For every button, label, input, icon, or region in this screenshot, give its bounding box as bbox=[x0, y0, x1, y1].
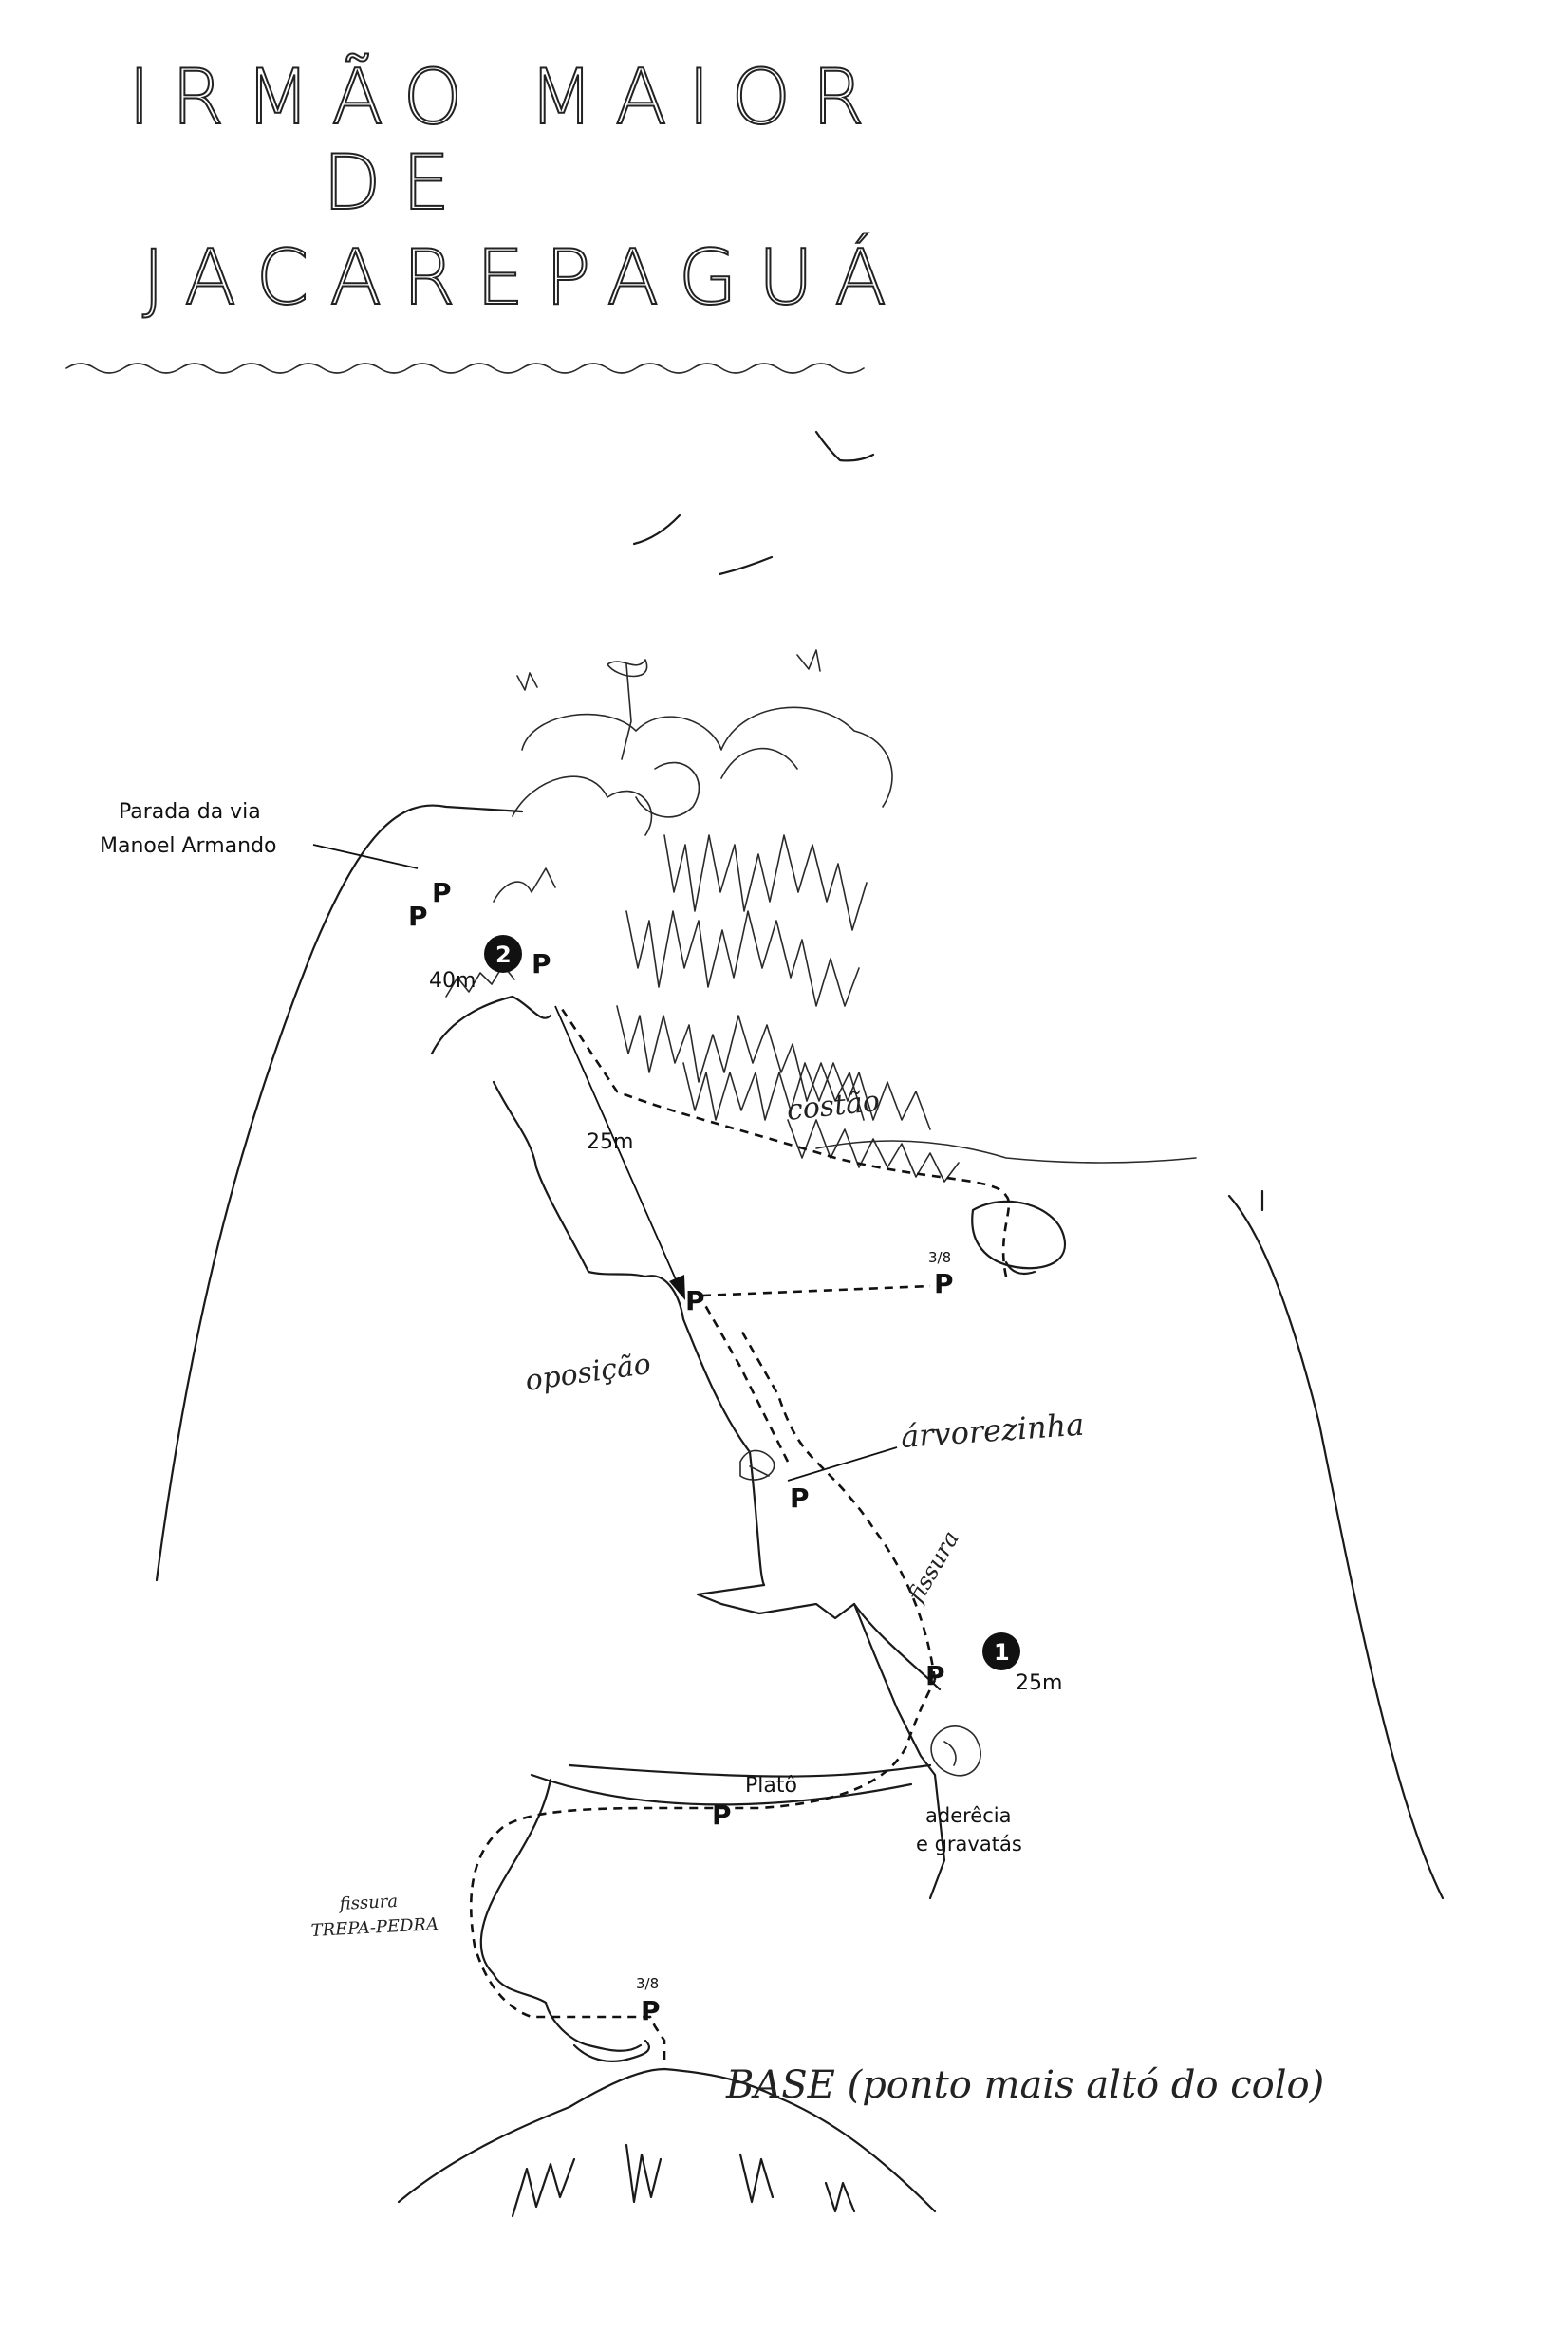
belay-pitch1: P bbox=[925, 1660, 945, 1691]
belay-parada-a: P bbox=[432, 877, 452, 908]
title-block: IRMÃO MAIOR DE JACAREPAGUÁ bbox=[66, 53, 907, 373]
label-plato: Platô bbox=[745, 1774, 797, 1798]
label-parada-line2: Manoel Armando bbox=[100, 834, 277, 858]
labels: Parada da via Manoel Armando P P 2 40m P… bbox=[100, 800, 1324, 2107]
label-aderencia: aderêcia bbox=[925, 1804, 1011, 1827]
belay-lower: P bbox=[641, 1995, 661, 2026]
route-line-traverse bbox=[702, 1286, 930, 1296]
route-line-arvorezinha bbox=[702, 1300, 788, 1462]
label-fissura-trepa-1: fissura bbox=[337, 1892, 398, 1914]
label-fissura-trepa-2: TREPA-PEDRA bbox=[310, 1914, 439, 1941]
title-line-1: IRMÃO MAIOR bbox=[128, 53, 886, 141]
pitch1-length: 25m bbox=[1016, 1671, 1062, 1695]
belay-arvorezinha: P bbox=[790, 1483, 810, 1514]
label-parada-line1: Parada da via bbox=[119, 800, 261, 824]
title-line-2: DE bbox=[323, 139, 471, 227]
title-line-3: JACAREPAGUÁ bbox=[142, 233, 907, 322]
belay-pitch2: P bbox=[532, 948, 551, 979]
pitch1-number: 1 bbox=[994, 1639, 1010, 1666]
belay-traverse-right: P bbox=[934, 1268, 954, 1299]
pitch2-number: 2 bbox=[495, 942, 512, 968]
label-costao: costão bbox=[785, 1085, 881, 1128]
bolt-size-lower: 3/8 bbox=[636, 1975, 659, 1992]
pitch2-length: 40m bbox=[429, 969, 476, 993]
label-fissura: fissura bbox=[902, 1526, 964, 1609]
route-line-lower bbox=[471, 1680, 935, 2060]
belay-traverse-left: P bbox=[685, 1285, 705, 1316]
label-arvorezinha: árvorezinha bbox=[900, 1407, 1086, 1455]
arvorezinha-tree bbox=[740, 1450, 775, 1480]
aderencia-bush bbox=[931, 1726, 980, 1776]
label-base: BASE (ponto mais altó do colo) bbox=[725, 2063, 1324, 2107]
belay-parada-b: P bbox=[408, 901, 428, 932]
title-wave-underline bbox=[66, 364, 864, 373]
birds-drawing bbox=[634, 432, 873, 574]
label-gravatas: e gravatás bbox=[916, 1833, 1022, 1855]
leader-arvorezinha bbox=[788, 1447, 897, 1481]
label-oposicao: oposição bbox=[523, 1348, 653, 1398]
bolt-size-upper: 3/8 bbox=[928, 1249, 951, 1266]
traverse-length: 25m bbox=[587, 1130, 633, 1154]
route-line-pitch1 bbox=[740, 1329, 935, 1680]
belay-plato: P bbox=[712, 1800, 732, 1831]
